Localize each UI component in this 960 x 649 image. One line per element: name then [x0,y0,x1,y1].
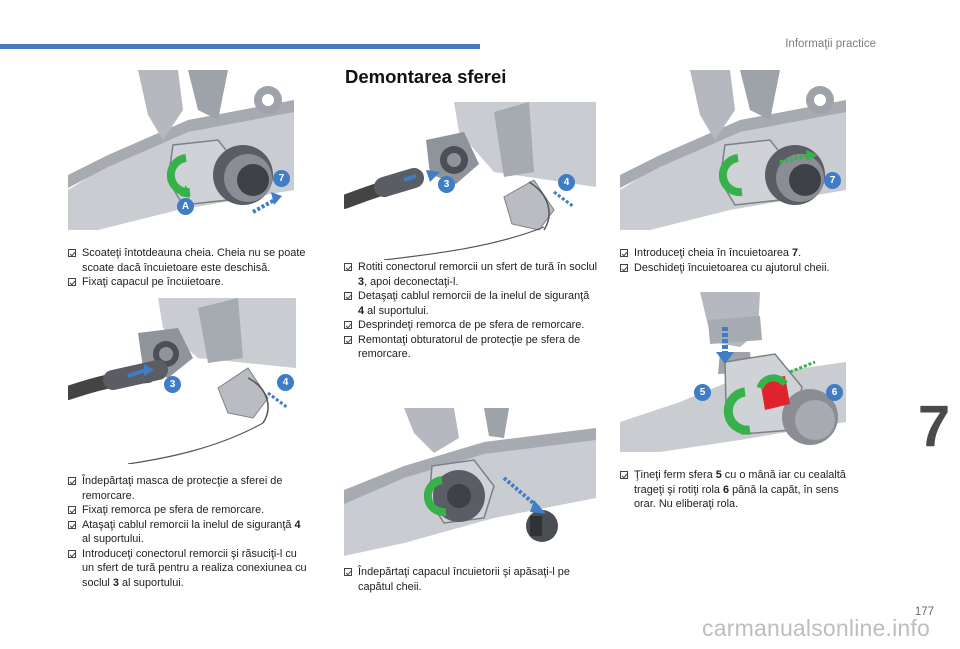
callout-7: 7 [824,172,841,189]
instruction-item: Îndepărtaţi masca de protecţie a sferei … [68,474,308,503]
callout-4: 4 [277,374,294,391]
instructions-block-2: Îndepărtaţi masca de protecţie a sferei … [68,474,308,590]
callout-5: 5 [694,384,711,401]
checkbox-bullet-icon [344,335,352,344]
watermark: carmanualsonline.info [702,615,930,641]
callout-7: 7 [273,170,290,187]
section-heading: Demontarea sferei [345,66,507,87]
instruction-item: Îndepărtaţi capacul încuietorii şi apăsa… [344,565,598,594]
instructions-block-1: Scoateţi întotdeauna cheia. Cheia nu se … [68,246,308,290]
callout-6: 6 [826,384,843,401]
figure-release-roller: 5 6 [620,292,846,452]
instructions-block-5: Introduceţi cheia în încuietoarea 7. Des… [620,246,860,275]
checkbox-bullet-icon [620,471,628,479]
instructions-block-6: Ţineţi ferm sfera 5 cu o mână iar cu cea… [620,468,860,512]
instruction-item: Deschideţi încuietoarea cu ajutorul chei… [620,261,860,276]
checkbox-bullet-icon [68,506,76,514]
checkbox-bullet-icon [68,477,76,485]
checkbox-bullet-icon [344,292,352,300]
section-title: Informaţii practice [785,38,876,50]
chapter-number: 7 [917,394,951,459]
figure-insert-key: 7 [620,70,846,230]
figure-lock-key: 7 A [68,70,294,230]
checkbox-bullet-icon [68,249,76,257]
instruction-item: Introduceţi conectorul remorcii şi răsuc… [68,547,308,591]
checkbox-bullet-icon [344,568,352,576]
checkbox-bullet-icon [68,549,76,558]
checkbox-bullet-icon [68,520,76,529]
instruction-item: Fixaţi remorca pe sfera de remorcare. [68,503,308,518]
checkbox-bullet-icon [344,263,352,271]
instruction-item: Fixaţi capacul pe încuietoare. [68,275,308,290]
chapter-tab: 7 [908,386,960,468]
callout-A: A [177,198,194,215]
instruction-item: Ataşaţi cablul remorcii la inelul de sig… [68,518,308,547]
page-number: 177 [914,606,934,618]
checkbox-bullet-icon [620,263,628,272]
figure-connector-socket: 3 4 [68,298,296,464]
callout-4: 4 [558,174,575,191]
instruction-item: Detaşaţi cablul remorcii de la inelul de… [344,289,598,318]
instruction-item: Desprindeţi remorca de pe sfera de remor… [344,318,598,333]
instructions-block-3: Rotiti conectorul remorcii un sfert de t… [344,260,598,362]
figure-lock-cap [344,408,596,556]
instruction-item: Remontaţi obturatorul de protecţie pe sf… [344,333,598,362]
header-accent-bar [0,44,480,49]
checkbox-bullet-icon [620,249,628,257]
callout-3: 3 [438,176,455,193]
instructions-block-4: Îndepărtaţi capacul încuietorii şi apăsa… [344,565,598,594]
instruction-item: Introduceţi cheia în încuietoarea 7. [620,246,860,261]
checkbox-bullet-icon [344,321,352,329]
instruction-item: Ţineţi ferm sfera 5 cu o mână iar cu cea… [620,468,860,512]
checkbox-bullet-icon [68,278,76,286]
callout-3: 3 [164,376,181,393]
instruction-item: Scoateţi întotdeauna cheia. Cheia nu se … [68,246,308,275]
instruction-item: Rotiti conectorul remorcii un sfert de t… [344,260,598,289]
figure-disconnect-cable: 3 4 [344,102,596,260]
